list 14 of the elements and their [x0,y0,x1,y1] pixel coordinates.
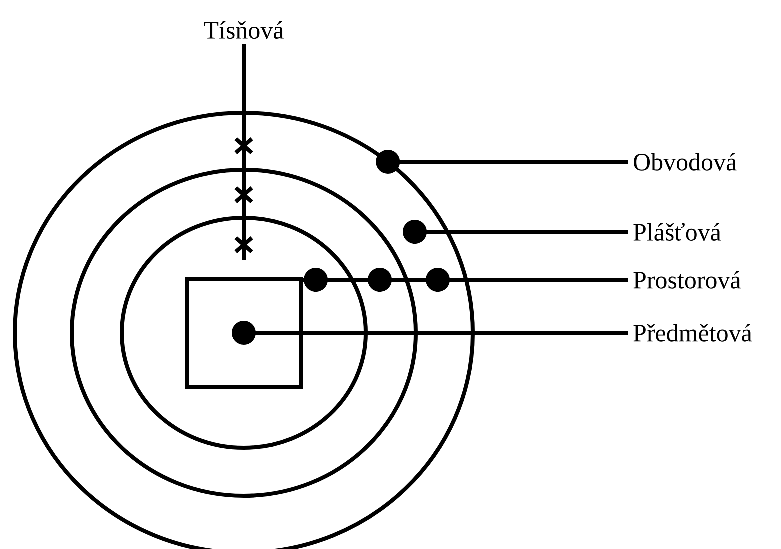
ring [70,168,418,498]
leader-line [303,268,628,292]
guard-label: Tísňová [204,21,284,39]
zone-label: Plášťová [634,223,722,241]
leader-line [232,321,628,345]
guard-line [234,42,254,262]
zone-label: Prostorová [634,271,741,289]
zone-label: Obvodová [634,153,737,171]
ring [13,111,475,549]
square-box [185,277,303,389]
zone-label: Předmětová [634,324,752,342]
leader-line [403,220,628,244]
ring [120,216,368,450]
leader-line [376,150,628,174]
